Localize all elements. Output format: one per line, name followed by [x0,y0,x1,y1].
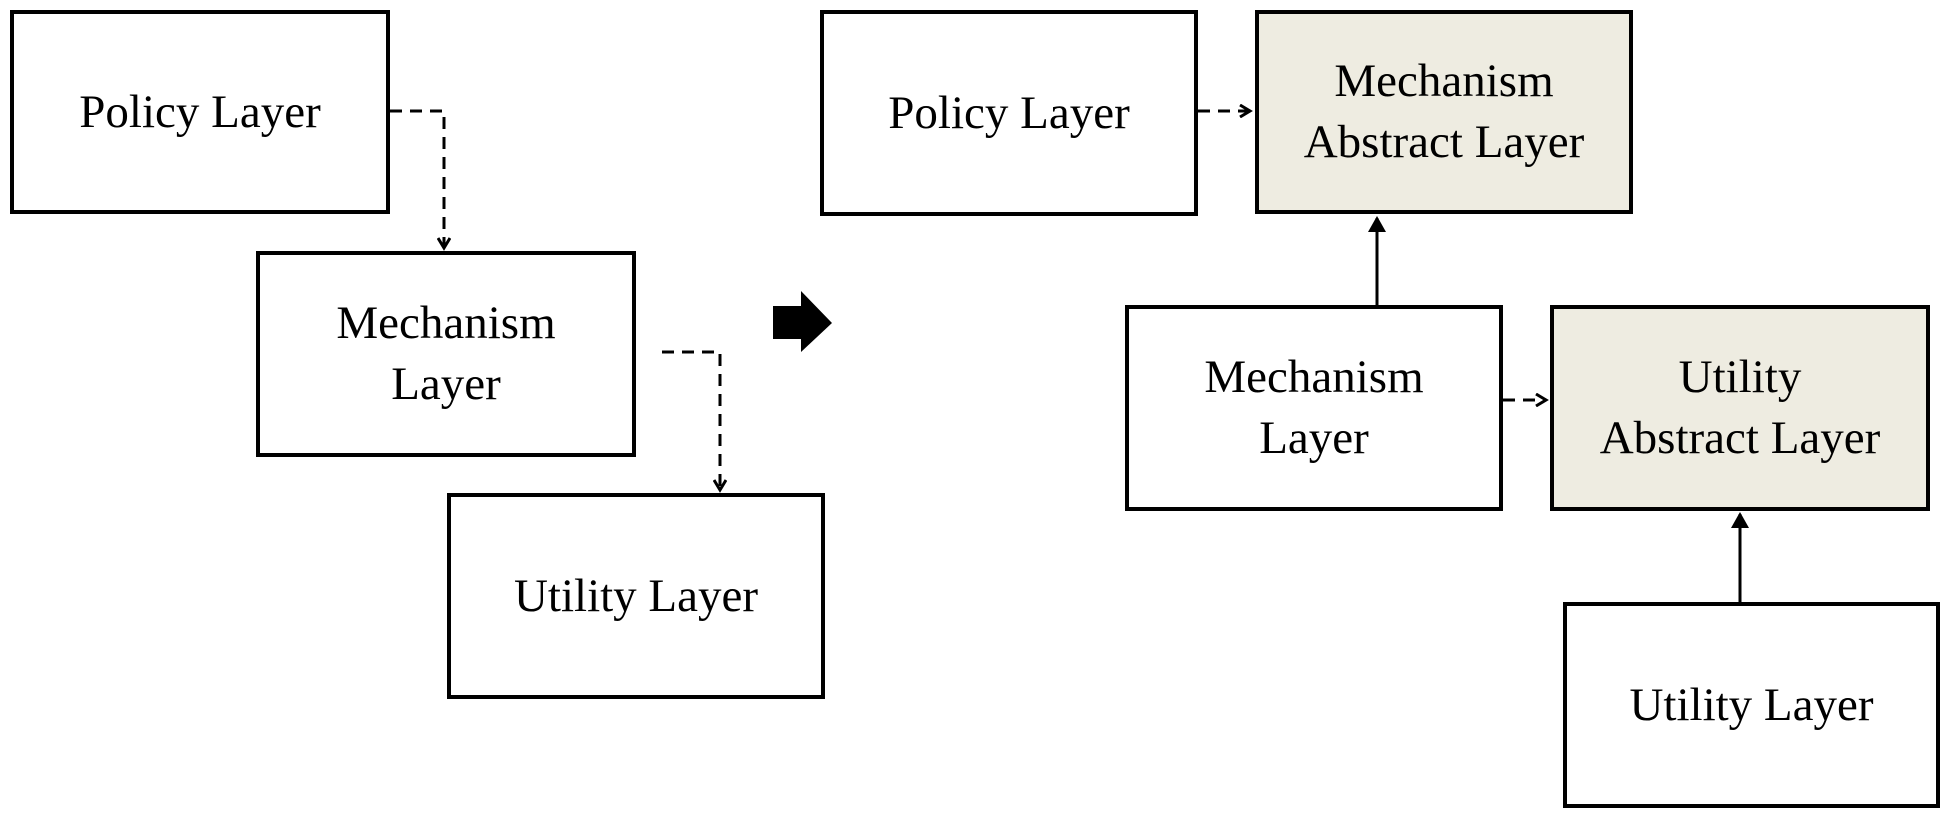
dashed-arrow-policy-to-mechanism [390,109,444,248]
right-utility-layer-label: Utility Layer [1629,678,1874,731]
right-policy-layer-label: Policy Layer [888,86,1130,139]
right-mechanism-abstract-layer-box: Mechanism Abstract Layer [1255,10,1633,214]
right-policy-layer-box: Policy Layer [820,10,1198,216]
right-mechanism-layer-label-line2: Layer [1259,412,1369,464]
left-policy-layer-box: Policy Layer [10,10,390,214]
left-policy-layer-label: Policy Layer [79,85,321,138]
right-mechanism-abstract-layer-label-line1: Mechanism [1334,55,1554,107]
left-utility-layer-label: Utility Layer [513,569,759,622]
right-mechanism-abstract-layer-label-line2: Abstract Layer [1303,116,1585,168]
left-utility-layer-box: Utility Layer [447,493,825,699]
right-utility-abstract-layer-box: Utility Abstract Layer [1550,305,1930,511]
right-mechanism-layer-box: Mechanism Layer [1125,305,1503,511]
right-utility-abstract-layer-label-line2: Abstract Layer [1599,412,1881,464]
left-mechanism-layer-label-line1: Mechanism [336,297,556,349]
right-utility-layer-box: Utility Layer [1563,602,1940,808]
right-utility-abstract-layer-label-line1: Utility [1678,351,1802,403]
dashed-arrow-mechanism-to-utility [662,350,720,490]
left-mechanism-layer-label-line2: Layer [391,358,501,410]
block-arrow-right-icon [773,291,832,352]
left-mechanism-layer-box: Mechanism Layer [256,251,636,457]
right-mechanism-layer-label-line1: Mechanism [1204,351,1424,403]
